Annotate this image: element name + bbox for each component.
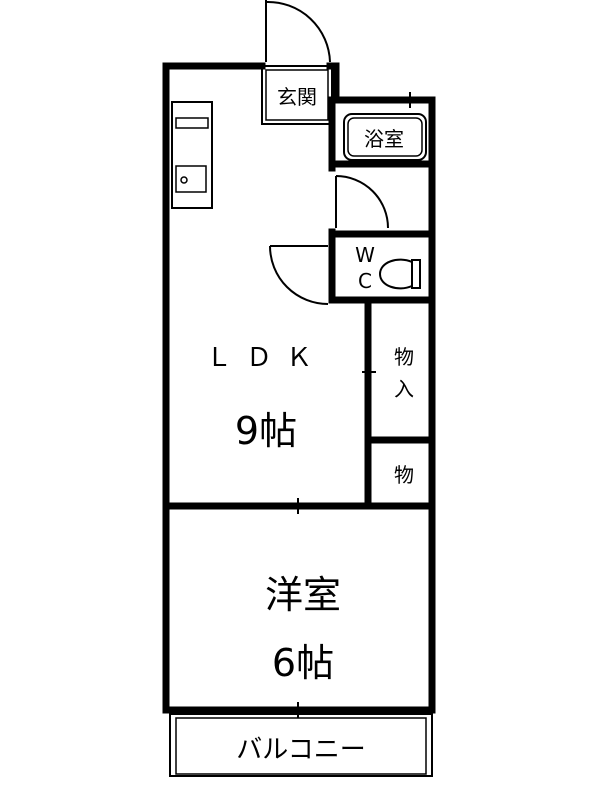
kitchen-counter xyxy=(171,101,213,209)
toilet-icon xyxy=(378,258,421,290)
storage1-label-top: 物 xyxy=(394,345,414,369)
storage1-label-bottom: 入 xyxy=(394,377,414,401)
wc-label-c: C xyxy=(358,269,372,293)
ldk-name-label: ＬＤＫ xyxy=(206,343,326,373)
wc-door-icon xyxy=(269,245,329,305)
bath-door-icon xyxy=(335,175,389,229)
bathtub-icon xyxy=(343,113,427,161)
bath-label: 浴室 xyxy=(364,127,404,151)
ldk-size-label: 9帖 xyxy=(235,409,297,453)
balcony-label: バルコニー xyxy=(236,735,365,765)
genkan-area xyxy=(261,65,333,125)
balcony xyxy=(169,713,433,777)
entrance-door-icon xyxy=(265,0,331,63)
storage2-label: 物 xyxy=(394,463,414,487)
outer-walls xyxy=(162,62,436,714)
western-room-size-label: 6帖 xyxy=(272,641,334,685)
sliding-door-marks xyxy=(232,92,411,718)
western-room-name-label: 洋室 xyxy=(265,573,341,617)
genkan-label: 玄関 xyxy=(277,85,317,109)
wc-label-w: W xyxy=(355,243,375,267)
